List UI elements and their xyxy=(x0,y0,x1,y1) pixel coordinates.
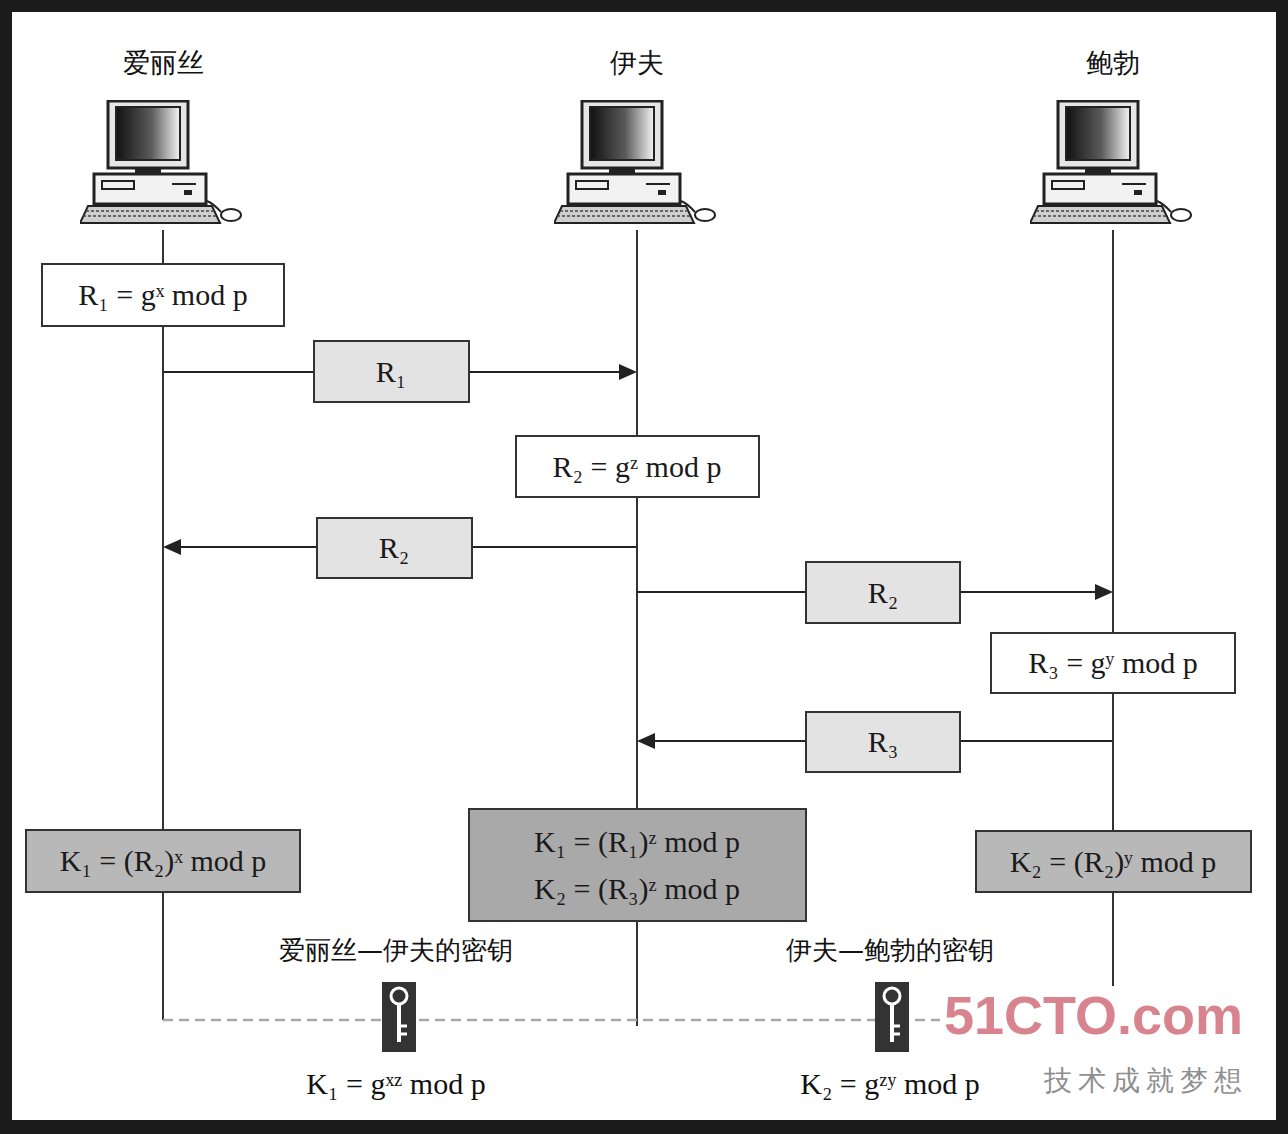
lifeline xyxy=(162,327,164,829)
actor-name: 爱丽丝 xyxy=(123,46,204,80)
watermark: 51CTO.com xyxy=(940,986,1247,1045)
computer-icon xyxy=(1030,101,1191,223)
formula-text: K₁ = (R₂)ˣ mod p xyxy=(60,842,267,880)
formula-text: R₂ xyxy=(379,529,409,567)
formula-text: R₁ = gˣ mod p xyxy=(78,276,247,314)
actor-name: 鲍勃 xyxy=(1086,46,1140,80)
key-icon xyxy=(382,982,416,1052)
compute-box: R₁ = gˣ mod p xyxy=(41,263,285,327)
key-formula: K₂ = gᶻʸ mod p xyxy=(800,1065,980,1103)
message-box: R₃ xyxy=(805,711,961,773)
watermark: 技术成就梦想 xyxy=(1040,1066,1252,1097)
message-box: R₁ xyxy=(313,340,470,403)
formula-text: K₂ = (R₂)ʸ mod p xyxy=(1010,843,1217,881)
shared-key: 爱丽丝—伊夫的密钥 K₁ = gˣᶻ mod p xyxy=(246,932,546,1104)
compute-box: R₂ = gᶻ mod p xyxy=(515,435,760,498)
formula-text: R₁ xyxy=(376,353,406,391)
key-heading: 伊夫—鲍勃的密钥 xyxy=(786,934,994,967)
arrow-head xyxy=(163,539,181,555)
lifeline xyxy=(636,498,638,808)
actor-computer: 鲍勃 xyxy=(1028,40,1198,230)
formula-text: R₃ xyxy=(868,723,898,761)
arrow-head xyxy=(619,364,637,380)
lifeline xyxy=(1112,694,1114,830)
lifeline xyxy=(162,893,164,1020)
compute-box: R₃ = gʸ mod p xyxy=(990,632,1236,694)
formula-text: R₂ xyxy=(868,574,898,612)
message-box: R₂ xyxy=(316,517,473,579)
actor-computer: 伊夫 xyxy=(552,40,722,230)
actor-name: 伊夫 xyxy=(610,46,664,80)
key-formula: K₁ = gˣᶻ mod p xyxy=(306,1065,485,1103)
key-compute-box: K₁ = (R₁)ᶻ mod p K₂ = (R₃)ᶻ mod p xyxy=(468,808,807,922)
key-heading: 爱丽丝—伊夫的密钥 xyxy=(279,934,513,967)
formula-text: R₂ = gᶻ mod p xyxy=(553,448,722,486)
computer-icon xyxy=(554,101,715,223)
arrow-head xyxy=(637,733,655,749)
edge-group xyxy=(163,230,1113,830)
computer-icon xyxy=(80,101,241,223)
lifeline xyxy=(1112,230,1114,632)
formula-text: R₃ = gʸ mod p xyxy=(1028,644,1198,682)
key-compute-box: K₂ = (R₂)ʸ mod p xyxy=(975,830,1252,893)
lifeline xyxy=(636,230,638,435)
formula-text: K₂ = (R₃)ᶻ mod p xyxy=(534,870,740,908)
message-box: R₂ xyxy=(805,561,961,624)
lifeline xyxy=(636,922,638,1026)
key-icon xyxy=(875,982,909,1052)
actor-computer: 爱丽丝 xyxy=(78,40,248,230)
lifeline xyxy=(162,230,164,263)
key-compute-box: K₁ = (R₂)ˣ mod p xyxy=(25,829,301,893)
arrow-head xyxy=(1095,584,1113,600)
formula-text: K₁ = (R₁)ᶻ mod p xyxy=(534,823,740,861)
